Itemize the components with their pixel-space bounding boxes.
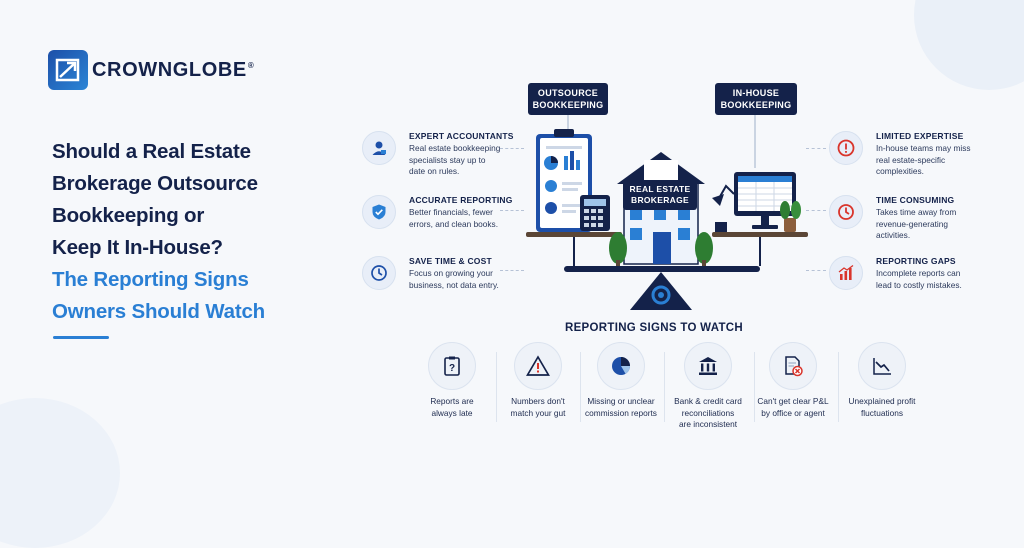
feature-desc: Real estate bookkeeping: [409, 143, 501, 153]
warning-icon: [514, 342, 562, 390]
subheadline-line: The Reporting Signs: [52, 268, 249, 291]
feature-title: REPORTING GAPS: [876, 256, 956, 266]
feature-expert-accountants: EXPERT ACCOUNTANTS Real estate bookkeepi…: [362, 131, 514, 178]
sign-label: reconciliations: [681, 407, 735, 418]
sign-label: Can't get clear P&L: [757, 396, 829, 406]
tag-line: REAL ESTATE: [629, 184, 691, 194]
feature-desc: complexities.: [876, 166, 924, 176]
tag-line: IN-HOUSE: [732, 88, 780, 98]
connector-line: [806, 148, 826, 149]
divider: [754, 352, 755, 422]
background-shape: [914, 0, 1024, 90]
feature-limited-expertise: LIMITED EXPERTISE In-house teams may mis…: [829, 131, 971, 178]
svg-text:?: ?: [449, 363, 455, 374]
sign-label: fluctuations: [861, 407, 903, 418]
connector-line: [500, 210, 524, 211]
tag-line: BOOKKEEPING: [720, 100, 792, 110]
outsource-tag: OUTSOURCE BOOKKEEPING: [528, 83, 608, 115]
brokerage-tag: REAL ESTATE BROKERAGE: [623, 180, 697, 210]
clipboard-question-icon: ?: [428, 342, 476, 390]
pie-chart-icon: [597, 342, 645, 390]
connector-line: [500, 148, 524, 149]
divider: [580, 352, 581, 422]
feature-title: SAVE TIME & COST: [409, 256, 492, 266]
trend-down-icon: [858, 342, 906, 390]
sign-label: commission reports: [585, 407, 657, 418]
document-x-icon: [769, 342, 817, 390]
feature-desc: Incomplete reports can: [876, 268, 961, 278]
connector-line: [500, 270, 524, 271]
sign-label: Bank & credit card: [674, 396, 742, 406]
bank-icon: [684, 342, 732, 390]
feature-desc: In-house teams may miss: [876, 143, 971, 153]
feature-title: EXPERT ACCOUNTANTS: [409, 131, 514, 141]
feature-time-consuming: TIME CONSUMING Takes time away from reve…: [829, 195, 956, 242]
brand-name: CROWNGLOBE: [92, 58, 247, 81]
feature-title: LIMITED EXPERTISE: [876, 131, 964, 141]
subheadline-line: Owners Should Watch: [52, 300, 265, 323]
registered-mark: ®: [247, 60, 254, 70]
sign-label: Unexplained profit: [848, 396, 916, 406]
bar-chart-icon: [829, 256, 863, 290]
brand-logo: CROWNGLOBE ®: [48, 50, 254, 90]
sign-label: match your gut: [510, 407, 566, 418]
sign-missing-commission: Missing or unclear commission reports: [575, 342, 667, 419]
sign-label: Numbers don't: [511, 396, 565, 406]
feature-desc: revenue-generating: [876, 218, 948, 229]
feature-desc: Takes time away from: [876, 207, 957, 217]
inhouse-tag: IN-HOUSE BOOKKEEPING: [715, 83, 797, 115]
headline-line: Bookkeeping or: [52, 204, 205, 227]
feature-desc: real estate-specific: [876, 154, 946, 165]
divider: [838, 352, 839, 422]
feature-accurate-reporting: ACCURATE REPORTING Better financials, fe…: [362, 195, 513, 230]
accountant-icon: [362, 131, 396, 165]
crownglobe-logo-icon: [48, 50, 88, 90]
headline-line: Keep It In-House?: [52, 236, 223, 259]
sign-reports-late: ? Reports are always late: [406, 342, 498, 419]
divider: [664, 352, 665, 422]
connector-line: [806, 270, 826, 271]
sign-label: Reports are: [430, 396, 474, 406]
feature-desc: activities.: [876, 230, 911, 240]
alert-icon: [829, 131, 863, 165]
tag-line: BROKERAGE: [631, 195, 689, 205]
sign-label: by office or agent: [761, 407, 825, 418]
scale-illustration: [526, 112, 808, 310]
headline: Should a Real Estate Brokerage Outsource…: [52, 136, 312, 328]
accent-underline: [53, 336, 109, 339]
signs-title: REPORTING SIGNS TO WATCH: [564, 322, 743, 334]
feature-title: ACCURATE REPORTING: [409, 195, 513, 205]
feature-title: TIME CONSUMING: [876, 195, 955, 205]
feature-desc: errors, and clean books.: [409, 218, 499, 229]
tag-line: OUTSOURCE: [537, 88, 599, 98]
divider: [496, 352, 497, 422]
sign-label: are inconsistent: [678, 419, 738, 429]
sign-unclear-pl: Can't get clear P&L by office or agent: [747, 342, 839, 419]
sign-label: Missing or unclear: [587, 396, 655, 406]
tag-line: BOOKKEEPING: [532, 100, 604, 110]
sign-reconciliations: Bank & credit card reconciliations are i…: [662, 342, 754, 431]
headline-line: Should a Real Estate: [52, 140, 251, 163]
background-shape: [0, 398, 120, 548]
feature-save-time: SAVE TIME & COST Focus on growing your b…: [362, 256, 499, 291]
sign-profit-fluctuations: Unexplained profit fluctuations: [836, 342, 928, 419]
shield-check-icon: [362, 195, 396, 229]
feature-desc: specialists stay up to: [409, 154, 486, 165]
feature-reporting-gaps: REPORTING GAPS Incomplete reports can le…: [829, 256, 962, 291]
feature-desc: date on rules.: [409, 166, 460, 176]
feature-desc: lead to costly mistakes.: [876, 279, 962, 290]
feature-desc: Better financials, fewer: [409, 207, 493, 217]
clock-icon: [362, 256, 396, 290]
clock-icon: [829, 195, 863, 229]
headline-line: Brokerage Outsource: [52, 172, 258, 195]
feature-desc: Focus on growing your: [409, 268, 493, 278]
sign-label: always late: [431, 407, 473, 418]
connector-line: [806, 210, 826, 211]
sign-numbers-mismatch: Numbers don't match your gut: [492, 342, 584, 419]
feature-desc: business, not data entry.: [409, 279, 499, 290]
